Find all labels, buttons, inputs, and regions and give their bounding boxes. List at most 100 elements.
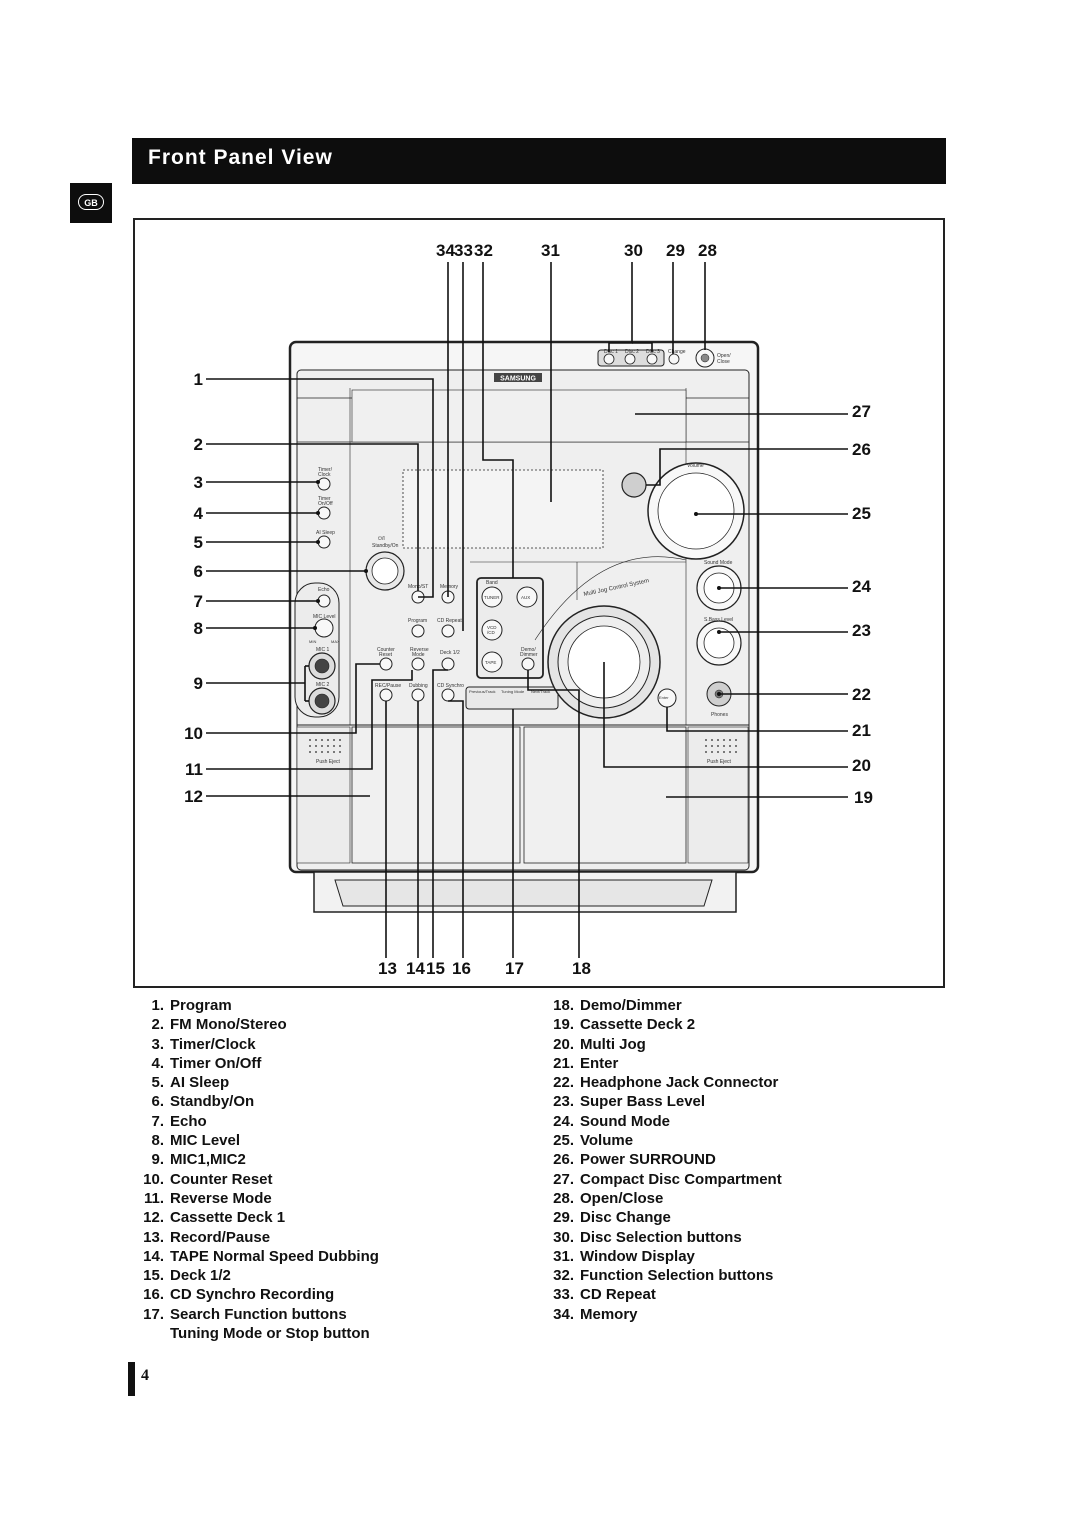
callout-29: 29 xyxy=(666,241,685,260)
svg-text:MAX: MAX xyxy=(331,639,340,644)
svg-text:Reset: Reset xyxy=(379,652,393,658)
svg-text:Open/: Open/ xyxy=(717,353,731,359)
legend-item: 34.Memory xyxy=(553,1305,638,1323)
callout-numbers: 34 33 32 31 30 29 28 1 2 3 4 5 6 7 8 9 1… xyxy=(184,241,873,978)
svg-text:AUX: AUX xyxy=(521,595,530,600)
svg-text:Tuning Mode: Tuning Mode xyxy=(501,689,525,694)
svg-text:Program: Program xyxy=(408,618,427,624)
legend-item: 19.Cassette Deck 2 xyxy=(553,1016,696,1034)
callout-21: 21 xyxy=(852,721,871,740)
svg-text:Demo/: Demo/ xyxy=(521,647,536,653)
legend-item: 9.MIC1,MIC2 xyxy=(151,1151,246,1169)
callout-10: 10 xyxy=(184,724,203,743)
svg-text:Timer: Timer xyxy=(318,496,331,502)
tape-button xyxy=(481,651,503,673)
page-title: Front Panel View xyxy=(148,146,333,169)
callout-4: 4 xyxy=(194,504,204,523)
svg-text:Enter: Enter xyxy=(659,695,669,700)
svg-text:Standby/On: Standby/On xyxy=(372,543,399,549)
svg-text:Volume: Volume xyxy=(687,463,704,469)
legend-item: 18.Demo/Dimmer xyxy=(553,997,682,1014)
legend-item: 16.CD Synchro Recording xyxy=(143,1286,335,1304)
legend-item: 7.Echo xyxy=(151,1112,207,1130)
svg-text:TUNER: TUNER xyxy=(484,595,500,600)
svg-text:Close: Close xyxy=(717,359,730,365)
legend-item: 17.Search Function buttons xyxy=(143,1305,347,1323)
svg-text:Reverse: Reverse xyxy=(410,647,429,653)
svg-text:S.Bass Level: S.Bass Level xyxy=(704,617,733,623)
svg-text:MIC 2: MIC 2 xyxy=(316,682,330,688)
svg-text:Change: Change xyxy=(668,349,686,355)
legend-left-column: 1.Program 2.FM Mono/Stereo 3.Timer/Clock… xyxy=(132,996,492,1343)
callout-12: 12 xyxy=(184,787,203,806)
legend-item: 1.Program xyxy=(151,997,232,1014)
tuner-button xyxy=(481,586,503,608)
power-surround-button xyxy=(621,472,647,498)
legend-item: 32.Function Selection buttons xyxy=(553,1267,774,1285)
svg-text:MIC 1: MIC 1 xyxy=(316,647,330,653)
callout-32: 32 xyxy=(474,241,493,260)
leader-endpoints xyxy=(313,480,721,696)
callout-6: 6 xyxy=(194,562,203,581)
callout-30: 30 xyxy=(624,241,643,260)
legend-item: 25.Volume xyxy=(553,1132,634,1150)
svg-text:Push Eject: Push Eject xyxy=(707,759,732,765)
legend-item: 20.Multi Jog xyxy=(553,1035,646,1053)
legend-item: 8.MIC Level xyxy=(151,1132,241,1150)
callout-2: 2 xyxy=(194,435,203,454)
callout-14: 14 xyxy=(406,959,425,978)
callout-15: 15 xyxy=(426,959,445,978)
svg-text:Push Eject: Push Eject xyxy=(316,759,341,765)
legend-item: 23.Super Bass Level xyxy=(553,1093,706,1111)
svg-text:Deck 1/2: Deck 1/2 xyxy=(440,650,460,656)
svg-text:Memory: Memory xyxy=(440,584,459,590)
legend-item: 4.Timer On/Off xyxy=(151,1054,262,1072)
legend-item: 31.Window Display xyxy=(553,1247,695,1265)
svg-text:Mode: Mode xyxy=(412,652,425,658)
section-title-bar: Front Panel View xyxy=(132,138,946,184)
leader-lines xyxy=(206,262,848,958)
legend-item: 3.Timer/Clock xyxy=(151,1035,256,1053)
language-badge: GB xyxy=(70,183,112,223)
callout-20: 20 xyxy=(852,756,871,775)
callout-5: 5 xyxy=(194,533,203,552)
mic-level-knob xyxy=(314,618,334,638)
page-number: 4 xyxy=(141,1367,149,1384)
front-panel-figure-frame xyxy=(133,218,945,988)
svg-text:AI Sleep: AI Sleep xyxy=(316,530,335,536)
speaker-grille-left xyxy=(309,739,341,753)
callout-13: 13 xyxy=(378,959,397,978)
legend-item: 22.Headphone Jack Connector xyxy=(553,1074,779,1092)
svg-text:VCD: VCD xyxy=(487,625,497,630)
svg-text:Clock: Clock xyxy=(318,472,331,478)
svg-text:Next/Track: Next/Track xyxy=(531,689,550,694)
svg-text:Disc 2: Disc 2 xyxy=(625,349,639,355)
legend-item: 2.FM Mono/Stereo xyxy=(151,1016,287,1034)
svg-text:CD Synchro: CD Synchro xyxy=(437,683,464,689)
svg-text:Previous/Track: Previous/Track xyxy=(469,689,496,694)
svg-text:REC/Pause: REC/Pause xyxy=(375,683,401,689)
callout-33: 33 xyxy=(454,241,473,260)
svg-text:On/Off: On/Off xyxy=(318,501,333,507)
legend-item: Tuning Mode or Stop button xyxy=(170,1325,370,1343)
aux-button xyxy=(516,586,538,608)
legend-item: 24.Sound Mode xyxy=(553,1112,670,1130)
callout-1: 1 xyxy=(194,370,203,389)
callout-22: 22 xyxy=(852,685,871,704)
svg-text:Disc 1: Disc 1 xyxy=(604,349,618,355)
language-badge-label: GB xyxy=(78,194,104,210)
svg-text:/CD: /CD xyxy=(487,630,496,635)
callout-11: 11 xyxy=(185,760,203,779)
svg-text:⏻/I: ⏻/I xyxy=(378,536,385,542)
legend-item: 26.Power SURROUND xyxy=(553,1151,716,1169)
legend-item: 28.Open/Close xyxy=(553,1189,664,1207)
svg-text:MIC Level: MIC Level xyxy=(313,614,336,620)
callout-7: 7 xyxy=(194,592,203,611)
callout-26: 26 xyxy=(852,440,871,459)
svg-text:MIN: MIN xyxy=(309,639,316,644)
brand-logo: SAMSUNG xyxy=(500,376,536,383)
legend-item: 21.Enter xyxy=(553,1054,619,1072)
legend-item: 13.Record/Pause xyxy=(143,1228,271,1246)
device-body xyxy=(288,340,760,913)
callout-31: 31 xyxy=(541,241,560,260)
